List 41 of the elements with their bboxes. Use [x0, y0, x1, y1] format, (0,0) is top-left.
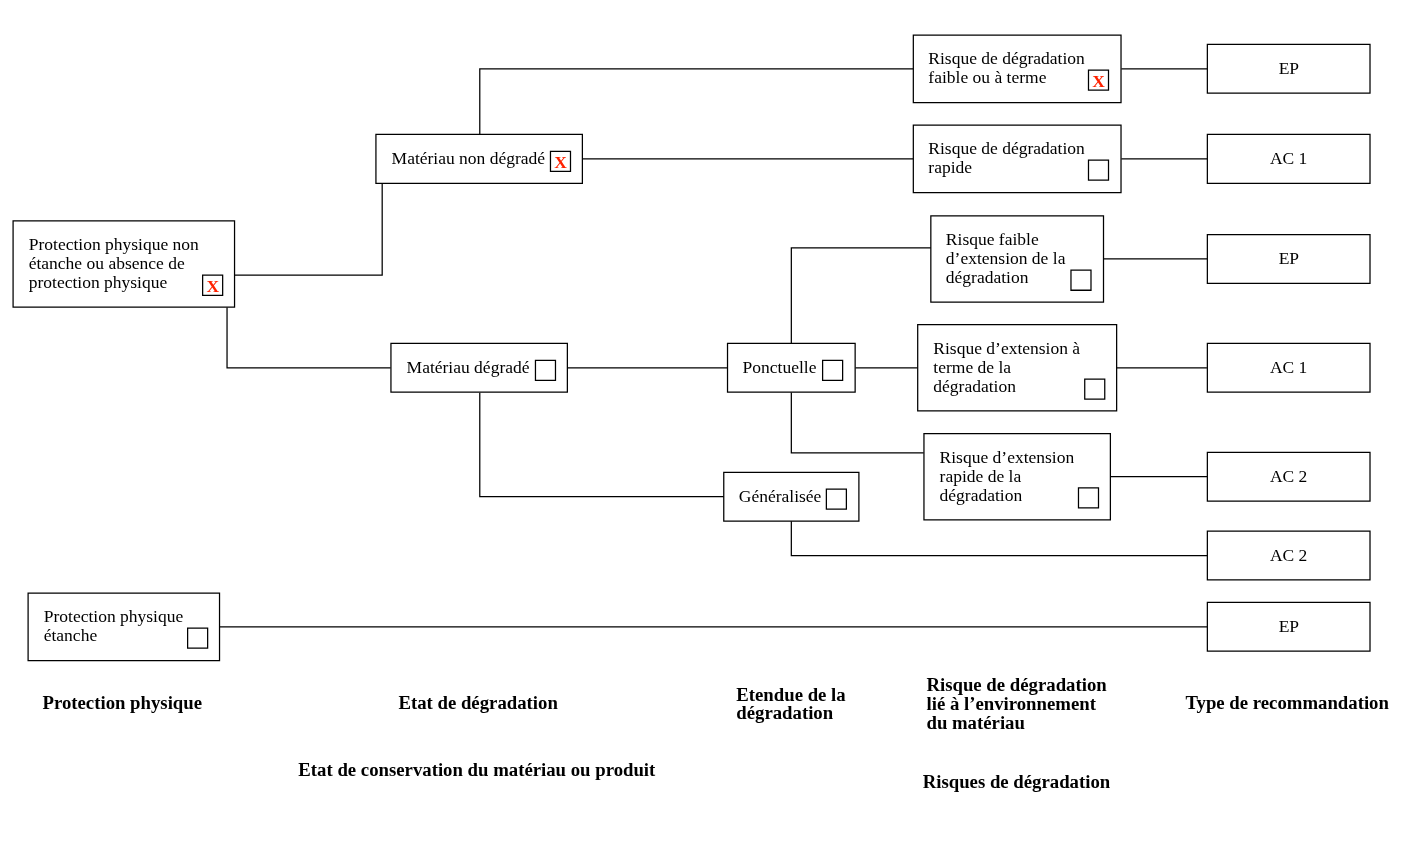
label: Risques de dégradation [922, 770, 1111, 792]
connector [1120, 157, 1208, 159]
node-box: EP [1206, 601, 1371, 652]
label: Protection physique [42, 691, 203, 713]
connector [234, 182, 383, 276]
connector [1120, 67, 1208, 69]
connector [479, 67, 914, 135]
connector [790, 520, 1208, 556]
node-box: Protection physique non étanche ou absence de protection physique X [12, 219, 236, 308]
node-box: AC 1 [1206, 342, 1371, 393]
node-box: Risque de dégradation rapide [912, 123, 1122, 193]
connector [1110, 475, 1208, 477]
node-box: Matériau dégradé [390, 342, 568, 393]
node-box: AC 2 [1206, 451, 1371, 502]
node-box: Risque faible d’extension de la dégradation [930, 214, 1105, 303]
node-box: Généralisée [723, 471, 860, 522]
node-box: Protection physique étanche [27, 591, 221, 661]
connector [219, 625, 1208, 627]
node-box: EP [1206, 233, 1371, 284]
connector [790, 246, 932, 344]
node-box: Ponctuelle [726, 342, 856, 393]
label: Etendue de la dégradation [736, 683, 846, 723]
label: Etat de dégradation [398, 691, 558, 713]
connector [581, 157, 914, 159]
label: Risque de dégradation lié à l’environnement du matériau [926, 673, 1107, 733]
label: Type de recommandation [1185, 691, 1389, 713]
node-box: Matériau non dégradé X [375, 133, 583, 184]
connector [1103, 257, 1208, 260]
connector [854, 366, 919, 368]
connector [790, 391, 925, 454]
connector [1116, 366, 1208, 368]
connector [567, 366, 728, 368]
node-box: AC 2 [1206, 530, 1371, 581]
node-box: Risque d’extension rapide de la dégradation [923, 432, 1111, 520]
node-box: AC 1 [1206, 133, 1371, 184]
node-box: Risque d’extension à terme de la dégradation [917, 323, 1118, 412]
connector [226, 306, 392, 368]
label: Etat de conservation du matériau ou produit [298, 758, 656, 780]
node-box: Risque de dégradation faible ou à terme X [912, 33, 1122, 103]
connector [479, 391, 725, 497]
node-box: EP [1206, 43, 1371, 94]
